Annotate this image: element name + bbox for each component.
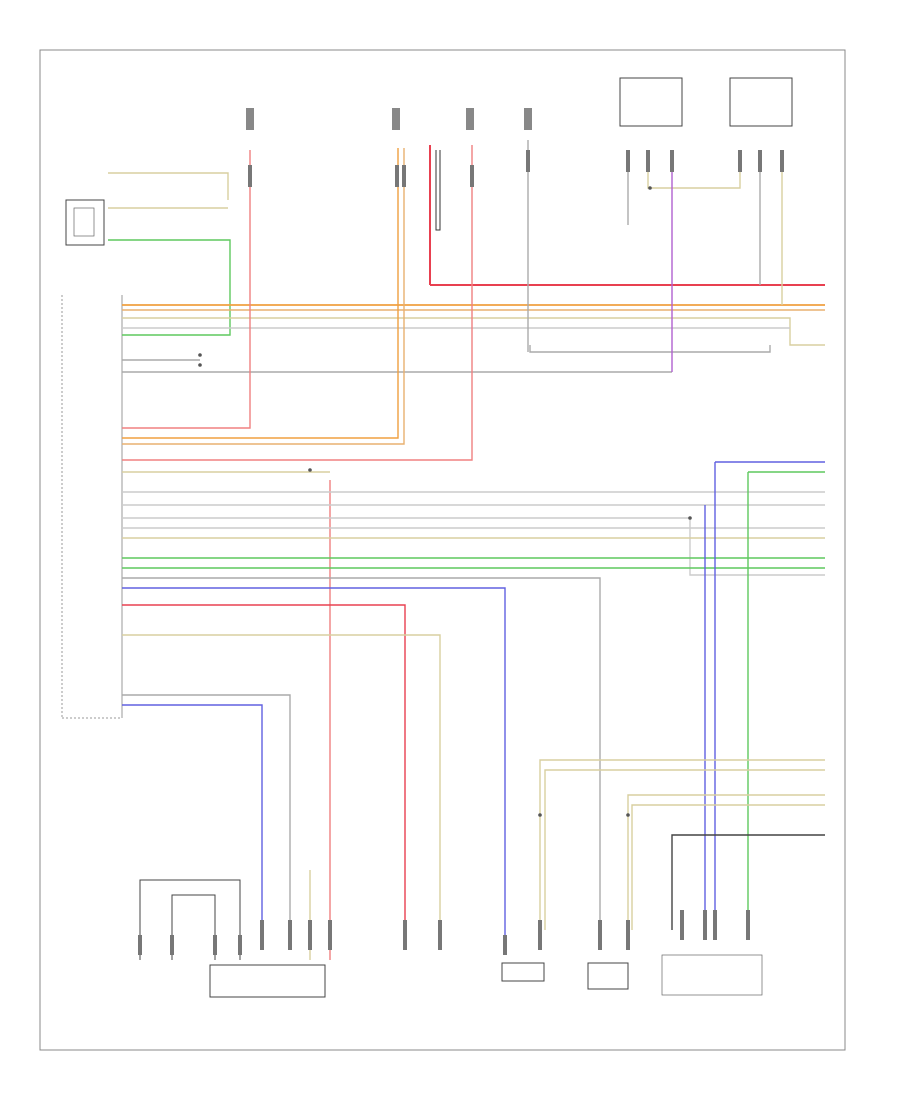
wire-black-loop bbox=[435, 150, 441, 231]
wire-red-lower bbox=[122, 604, 406, 930]
wire-gray-down bbox=[122, 577, 601, 930]
wire-tan-r1 bbox=[539, 759, 825, 930]
bottom-module-5 bbox=[587, 962, 629, 990]
bottom-components bbox=[209, 954, 763, 998]
bottom-module-2 bbox=[209, 964, 326, 998]
wire-gray-c bbox=[529, 345, 771, 353]
wire-gray-lower bbox=[122, 694, 291, 930]
wires bbox=[108, 140, 825, 960]
wire-orange-vert bbox=[122, 148, 399, 439]
bottom-module-4 bbox=[501, 962, 545, 982]
diagram-frame bbox=[39, 49, 846, 1051]
connector-pins-bottom bbox=[138, 910, 750, 955]
wire-black-r bbox=[671, 834, 825, 930]
wire-tan-r3 bbox=[627, 794, 825, 930]
top-right-module-2 bbox=[729, 77, 793, 127]
wire-tan-1 bbox=[122, 317, 825, 346]
wire-tan-r2 bbox=[544, 769, 825, 930]
ac-pressure-sensor bbox=[65, 199, 105, 246]
wire-gray-3 bbox=[122, 517, 825, 576]
wire-sensor-green bbox=[108, 239, 231, 336]
wire-red-vert-right bbox=[122, 145, 473, 461]
wire-orange-vert-2 bbox=[122, 148, 405, 445]
bottom-module-6 bbox=[661, 954, 763, 996]
wire-black-bl bbox=[139, 879, 241, 960]
wire-mod1-b bbox=[647, 150, 741, 189]
wire-tan-r4 bbox=[631, 804, 825, 930]
wire-blue-1 bbox=[122, 587, 506, 935]
wire-tan-lower bbox=[122, 634, 441, 930]
connector-pins-top bbox=[248, 150, 784, 187]
fuse-markers bbox=[246, 108, 532, 130]
wire-red-vert-left bbox=[122, 150, 251, 429]
wire-sensor-top bbox=[108, 172, 229, 200]
climatronic-control-module bbox=[61, 295, 123, 719]
wire-blue-lower bbox=[122, 704, 263, 930]
wire-black-bl2 bbox=[171, 894, 216, 960]
top-right-module-1 bbox=[619, 77, 683, 127]
splice-dots bbox=[198, 186, 692, 817]
